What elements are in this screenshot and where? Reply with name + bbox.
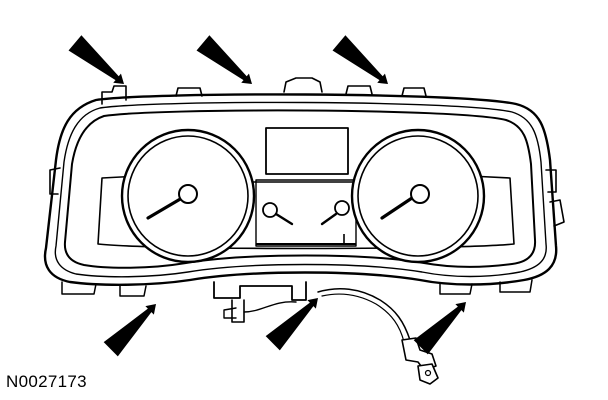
info-display-upper: [265, 127, 349, 175]
side-tab-right: [545, 169, 557, 193]
side-tab-left: [49, 167, 61, 195]
wire-lead: [243, 301, 297, 313]
terminal-ring: [417, 363, 439, 385]
top-clip-left: [101, 85, 127, 105]
display-area: [97, 127, 515, 250]
connector-plug: [231, 299, 245, 323]
top-clip-center: [283, 77, 323, 93]
arrow-shape: [196, 35, 259, 92]
arrow-shape: [103, 296, 164, 357]
upper-panel: [97, 175, 515, 250]
arrow-top-left: [68, 35, 131, 92]
top-clip-right-a: [345, 85, 373, 95]
terminal-hole: [424, 369, 432, 377]
arrow-top-center: [196, 35, 259, 92]
outer-shell: [43, 93, 558, 286]
arrow-bottom-right: [413, 294, 474, 355]
tachometer-hub: [410, 184, 430, 204]
foot-right-b: [499, 279, 533, 293]
arrow-shape: [413, 294, 474, 355]
figure-id-label: N0027173: [6, 372, 87, 391]
harness-cable: [317, 287, 411, 341]
foot-right-a: [439, 283, 473, 295]
top-clip-right-b: [401, 87, 427, 97]
arrow-top-right: [332, 35, 395, 92]
arrow-bottom-left: [103, 296, 164, 357]
wiring-harness: [213, 281, 439, 385]
foot-left-b: [119, 285, 147, 297]
speedometer-gauge: [120, 128, 256, 264]
arrow-shape: [68, 35, 131, 92]
outer-shell-inner-edge: [54, 101, 547, 278]
speedometer-needle: [146, 196, 184, 220]
small-gauges: [262, 200, 350, 226]
temp-gauge-needle: [320, 212, 338, 226]
top-clip-left-b: [175, 87, 203, 97]
foot-left-a: [61, 281, 97, 295]
tachometer-needle: [380, 196, 414, 220]
connector-housing: [213, 281, 307, 301]
bezel: [63, 109, 537, 269]
harness-cable-2: [321, 293, 405, 343]
fuel-gauge-needle: [274, 212, 294, 226]
temp-gauge-hub: [334, 200, 350, 216]
tachometer-gauge: [350, 128, 486, 264]
arrow-shape: [332, 35, 395, 92]
connector-plug-tab: [223, 307, 237, 319]
cluster-housing: [43, 77, 565, 297]
speedometer-hub: [178, 184, 198, 204]
fuel-gauge-hub: [262, 202, 278, 218]
side-tab-right-lower: [549, 199, 565, 227]
